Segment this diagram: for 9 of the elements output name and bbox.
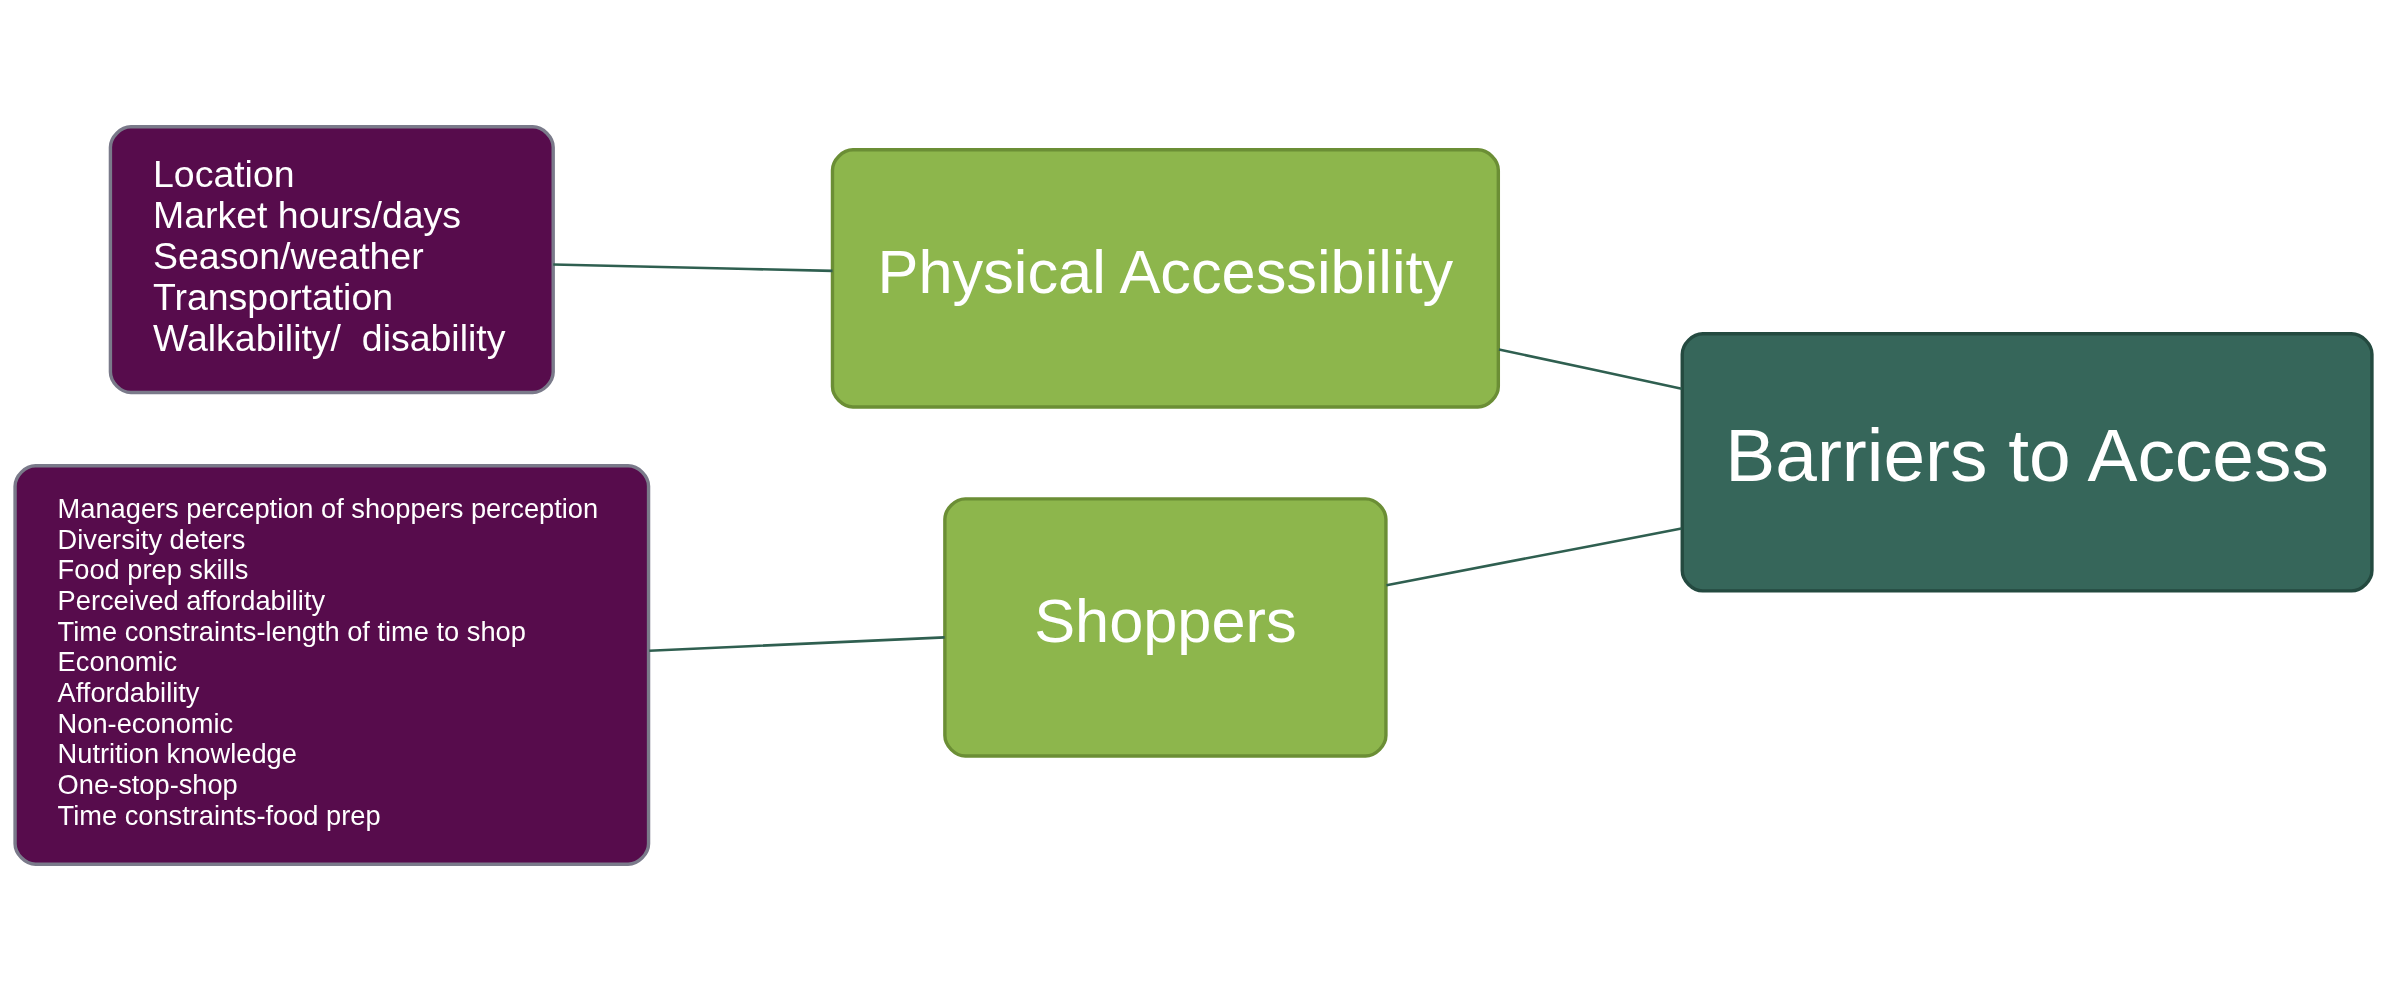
connector	[1498, 347, 1682, 390]
connector	[649, 635, 945, 652]
connector	[553, 262, 833, 272]
connector	[1386, 526, 1682, 586]
node-box: Managers perception of shoppers perception Diversity deters Food prep skills Perceived affordability Time constraints-length of time to shop Economic Affordability Non-economic Nutrition knowledge One-stop-shop Time constraints-food prep	[13, 463, 651, 866]
node-box: Shoppers	[943, 496, 1388, 758]
node-box: Location Market hours/days Season/weather Transportation Walkability/ disability	[108, 124, 555, 394]
node-box: Barriers to Access	[1680, 331, 2374, 593]
node-box: Physical Accessibility	[830, 147, 1501, 409]
